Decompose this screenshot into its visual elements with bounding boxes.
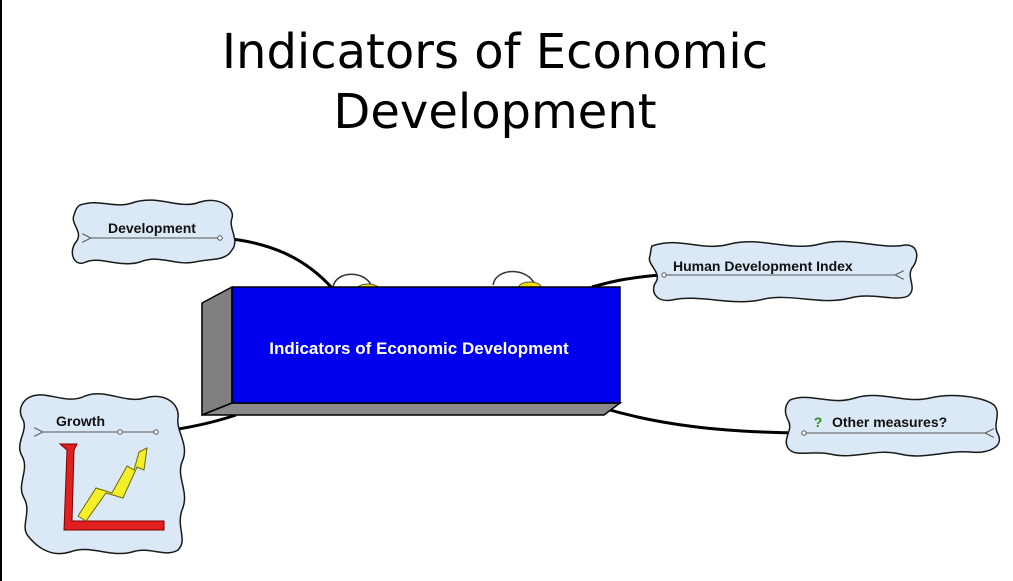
connector-hdi: [591, 273, 661, 289]
cloud-shape: [19, 392, 186, 555]
growth-chart-icon: [58, 443, 165, 531]
central-topic-label: Indicators of Economic Development: [269, 339, 569, 358]
slide-left-border: [0, 0, 2, 581]
topic-human-development-index-label: Human Development Index: [673, 258, 853, 274]
topic-other-measures-label: Other measures?: [832, 414, 947, 430]
cloud-shape: [648, 240, 918, 303]
topic-human-development-index[interactable]: Human Development Index: [648, 240, 918, 303]
slide-title-line-1: Indicators of Economic: [221, 24, 769, 80]
cloud-shape: [71, 199, 236, 265]
question-mark-icon: ?: [814, 414, 823, 430]
connector-development: [221, 236, 334, 290]
topic-growth-label: Growth: [56, 413, 105, 429]
cloud-shape: [784, 394, 1001, 457]
slide-title-line-2: Development: [333, 84, 657, 140]
topic-growth[interactable]: Growth: [19, 392, 186, 555]
topic-other-measures[interactable]: ? Other measures?: [784, 394, 1001, 457]
topic-development-label: Development: [108, 220, 196, 236]
topic-development[interactable]: Development: [71, 199, 236, 265]
central-topic-box[interactable]: Indicators of Economic Development: [201, 285, 623, 417]
connector-other: [602, 406, 801, 435]
